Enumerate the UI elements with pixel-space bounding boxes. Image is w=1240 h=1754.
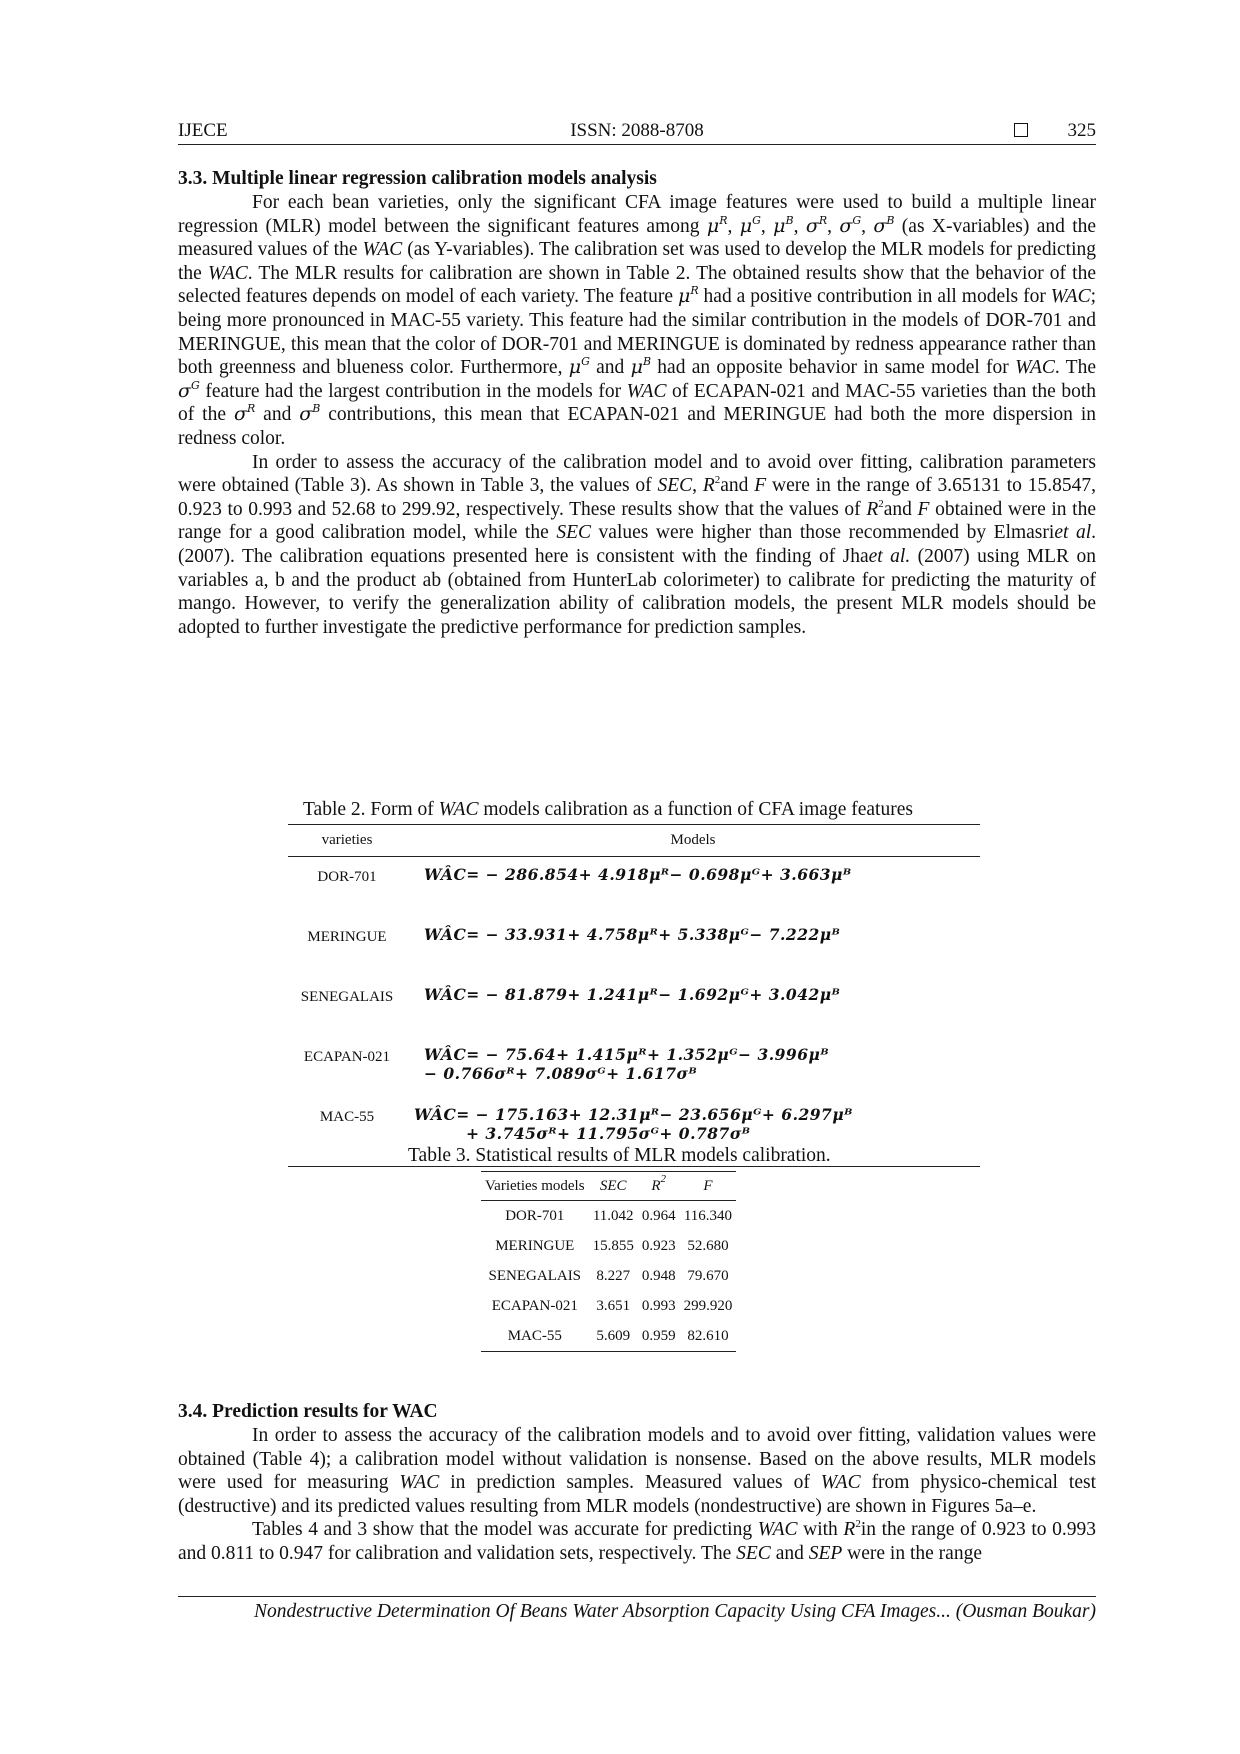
paragraph: In order to assess the accuracy of the c… [178,451,1097,638]
variety-cell: MERINGUE [307,929,387,945]
running-header: IJECE ISSN: 2088-8708 325 [178,118,1096,145]
equation-cell: WÂC= − 75.64+ 1.415μᴿ+ 1.352μᴳ− 3.996μᴮ … [424,1045,830,1083]
section-heading-3-3: 3.3. Multiple linear regression calibrat… [178,168,657,189]
table-2: varieties Models DOR-701 WÂC= − 286.854+… [288,824,980,1167]
issn: ISSN: 2088-8708 [570,120,704,141]
journal-name: IJECE [178,120,228,141]
table-row: MAC-55 WÂC= − 175.163+ 12.31μᴿ− 23.656μᴳ… [288,1097,980,1167]
equation-cell: WÂC= − 33.931+ 4.758μᴿ+ 5.338μᴳ− 7.222μᴮ [424,925,841,944]
variety-cell: MAC-55 [288,1097,406,1167]
checkbox-square-icon [1014,123,1028,137]
paragraph: In order to assess the accuracy of the c… [178,1425,1096,1517]
equation-cell: WÂC= − 175.163+ 12.31μᴿ− 23.656μᴳ+ 6.297… [406,1097,980,1167]
table-2-header-varieties: varieties [288,824,406,857]
section-3-3-body: For each bean varieties, only the signif… [178,191,1096,639]
table-3-header-sec: SEC [588,1171,638,1201]
table-3-header-varieties: Varieties models [481,1171,589,1201]
table-2-header-models: Models [406,824,980,857]
table-row: MERINGUE WÂC= − 33.931+ 4.758μᴿ+ 5.338μᴳ… [288,917,980,977]
paragraph: For each bean varieties, only the signif… [178,192,1097,449]
paragraph: Tables 4 and 3 show that the model was a… [178,1518,1096,1564]
table-row: ECAPAN-021 WÂC= − 75.64+ 1.415μᴿ+ 1.352μ… [288,1037,980,1097]
equation-cell: WÂC= − 286.854+ 4.918μᴿ− 0.698μᴳ+ 3.663μ… [424,865,852,884]
page-number: 325 [1067,120,1097,141]
section-heading-3-4: 3.4. Prediction results for WAC [178,1401,438,1422]
variety-cell: SENEGALAIS [300,989,394,1005]
table-2-caption: Table 2. Form of WAC models calibration … [303,799,913,820]
variety-cell: DOR-701 [317,869,377,885]
table-3-header-f: F [679,1171,737,1201]
table-row: SENEGALAIS WÂC= − 81.879+ 1.241μᴿ− 1.692… [288,977,980,1037]
table-3-caption: Table 3. Statistical results of MLR mode… [408,1145,831,1166]
table-3-header-r2: R2 [637,1171,680,1201]
equation-cell: WÂC= − 81.879+ 1.241μᴿ− 1.692μᴳ+ 3.042μᴮ [424,985,841,1004]
running-footer: Nondestructive Determination Of Beans Wa… [178,1596,1096,1623]
table-row: DOR-701 WÂC= − 286.854+ 4.918μᴿ− 0.698μᴳ… [288,857,980,918]
section-3-4-body: In order to assess the accuracy of the c… [178,1424,1096,1566]
variety-cell: ECAPAN-021 [303,1049,391,1065]
